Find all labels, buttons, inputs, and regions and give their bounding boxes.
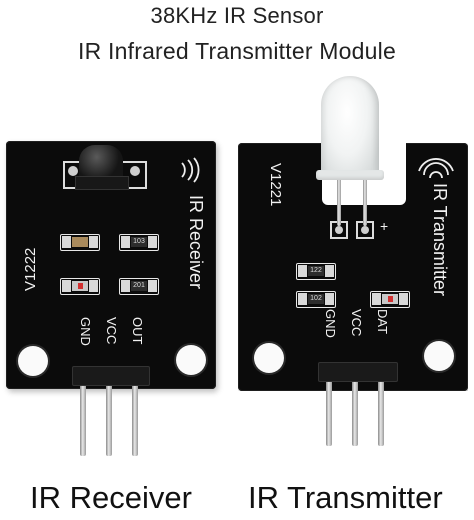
- smd-capacitor-1: [60, 234, 100, 251]
- corner-pad-right: [130, 166, 140, 176]
- ir-receiver-base: [75, 176, 129, 190]
- wireless-signal-icon: [181, 157, 200, 183]
- rx-pin-gnd: [80, 386, 86, 456]
- tx-silk-label: IR Transmitter: [430, 183, 450, 297]
- rx-pin-vcc: [106, 386, 112, 456]
- ir-led-rim: [316, 170, 384, 180]
- rx-model-label: V1222: [22, 247, 39, 291]
- mount-hole-right: [424, 341, 454, 371]
- transmitter-caption: IR Transmitter: [248, 480, 443, 515]
- rx-pin-out: [132, 386, 138, 456]
- led-leg-right: [363, 180, 367, 226]
- polarity-mark: +: [380, 218, 389, 234]
- receiver-caption: IR Receiver: [30, 480, 192, 515]
- resistor-code: 102: [308, 294, 324, 304]
- resistor-122: 122: [296, 263, 336, 280]
- tx-pin-header: [318, 362, 398, 382]
- pin-label-gnd: GND: [78, 317, 93, 346]
- smd-led: [370, 291, 410, 308]
- smd-led: [60, 278, 100, 295]
- ir-led-dome: [321, 76, 379, 180]
- tx-model-label: V1221: [267, 163, 284, 207]
- heading-line2: IR Infrared Transmitter Module: [78, 38, 396, 64]
- mount-hole-right: [176, 345, 206, 375]
- resistor-103: 103: [119, 234, 159, 251]
- corner-pad-left: [68, 166, 78, 176]
- rx-silk-label: IR Receiver: [186, 195, 206, 290]
- tx-pin-vcc: [352, 382, 358, 446]
- resistor-code: 122: [308, 266, 324, 276]
- pin-label-gnd: GND: [323, 309, 338, 338]
- pin-label-out: OUT: [130, 317, 145, 345]
- tx-pin-gnd: [326, 382, 332, 446]
- tx-pin-dat: [378, 382, 384, 446]
- rx-pin-header: [72, 366, 150, 386]
- ir-transmitter-board: IR Transmitter V1221 + 122 102 GND VCC D…: [238, 143, 468, 391]
- pin-label-vcc: VCC: [104, 317, 119, 345]
- heading-line1: 38KHz IR Sensor: [150, 3, 324, 28]
- resistor-code: 103: [131, 237, 147, 247]
- led-leg-left: [337, 180, 341, 226]
- wireless-signal-icon: [418, 158, 454, 179]
- resistor-code: 201: [131, 281, 147, 291]
- resistor-201: 201: [119, 278, 159, 295]
- pin-label-dat: DAT: [375, 309, 390, 335]
- mount-hole-left: [18, 346, 48, 376]
- mount-hole-left: [254, 343, 284, 373]
- resistor-102: 102: [296, 291, 336, 308]
- pin-label-vcc: VCC: [349, 309, 364, 337]
